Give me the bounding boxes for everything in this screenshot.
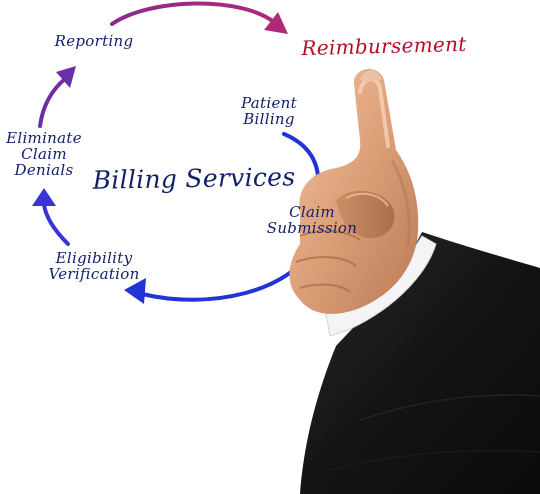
arrow-claim-to-eligibility xyxy=(124,244,316,304)
arrow-eligibility-to-denials xyxy=(32,188,70,246)
step-label-claim-submission: Claim Submission xyxy=(266,203,358,237)
goal-label-reimbursement: Reimbursement xyxy=(301,31,467,61)
step-label-patient-billing: Patient Billing xyxy=(241,94,297,128)
center-label-billing-services: Billing Services xyxy=(92,162,296,195)
businessman-hand-pointing xyxy=(289,68,540,494)
step-label-eliminate-claim-denials: Eliminate Claim Denials xyxy=(6,129,82,179)
arrow-denials-to-reporting xyxy=(38,66,76,128)
step-label-eligibility-verification: Eligibility Verification xyxy=(48,249,140,283)
step-label-reporting: Reporting xyxy=(54,32,134,50)
arrow-reporting-to-reimbursement xyxy=(110,1,288,34)
